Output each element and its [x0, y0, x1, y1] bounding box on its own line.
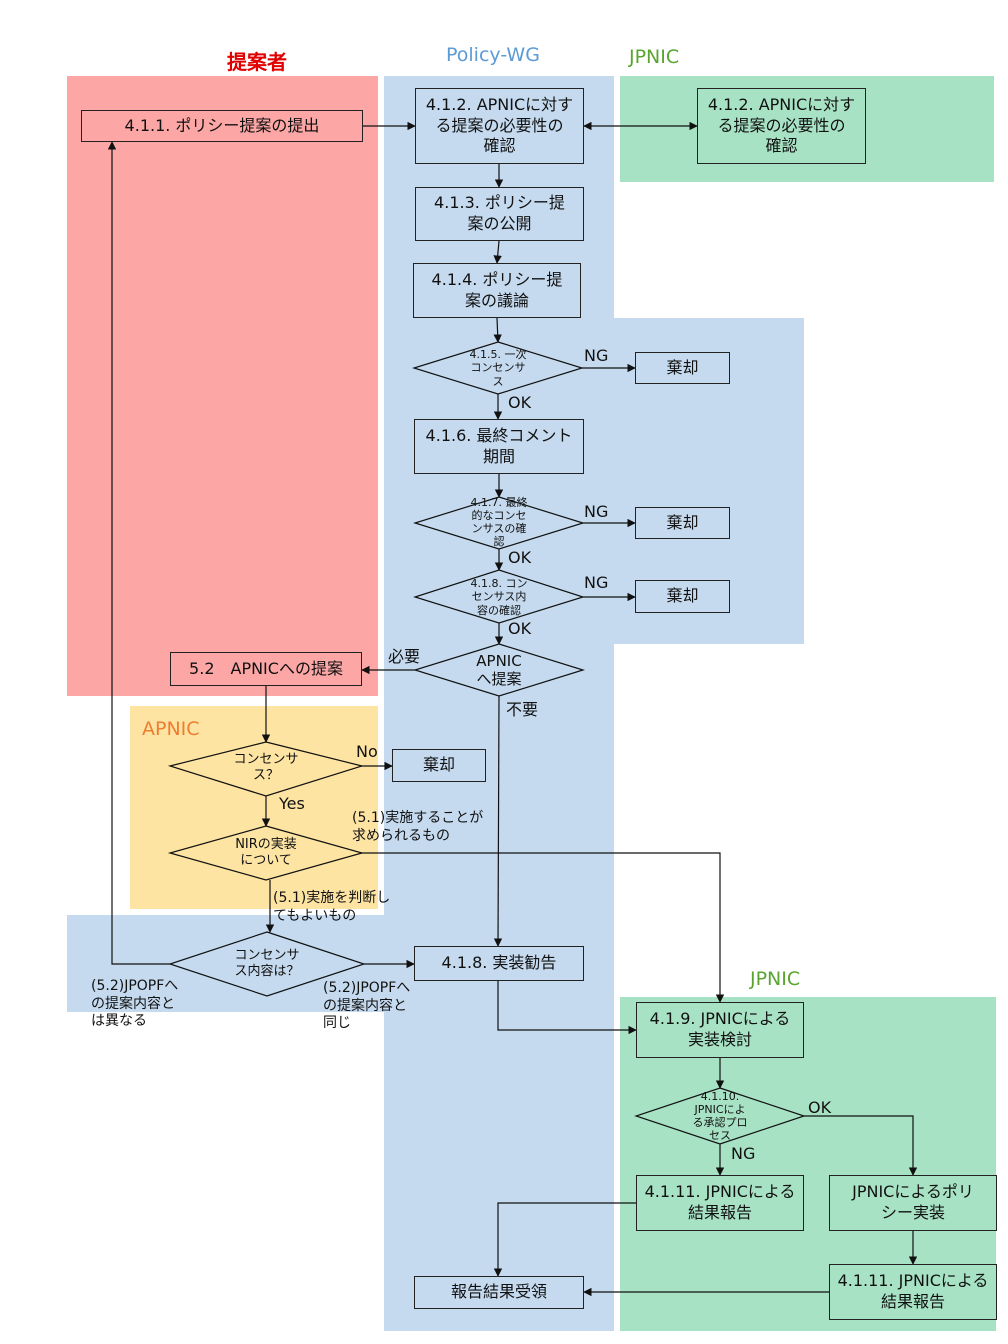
reject2-box: 棄却: [635, 507, 730, 539]
diamond-consensus3: [413, 569, 585, 624]
recommend-box: 4.1.8. 実装勧告: [414, 946, 584, 981]
yes-label: Yes: [279, 794, 305, 813]
diamond-to-apnic: [412, 643, 586, 697]
diamond-consensus1: [411, 341, 585, 395]
apnic-propose-box: 5.2 APNICへの提案: [170, 652, 362, 686]
apnic-title: APNIC: [142, 718, 200, 740]
consensus2-label: 4.1.7. 最終 的なコンセ ンサスの確 認: [470, 495, 528, 549]
content-label: コンセンサ ス内容は？: [234, 948, 300, 979]
diamond-consensus2: [412, 496, 586, 550]
ng2-label: NG: [584, 502, 609, 521]
result-report2-box: 4.1.11. JPNICによる 結果報告: [829, 1264, 997, 1320]
approval-label: 4.1.10. JPNICによ る承認プロ セス: [692, 1089, 748, 1143]
result-report-box: 4.1.11. JPNICによる 結果報告: [636, 1175, 804, 1231]
publish-box: 4.1.3. ポリシー提 案の公開: [415, 187, 584, 241]
diamond-nir-impl: [167, 825, 365, 881]
diamond-content: [168, 931, 366, 997]
optional-label: (5.1)実施を判断し てもよいもの: [273, 890, 391, 924]
not-needed-label: 不要: [506, 700, 539, 719]
proposer-title: 提案者: [227, 50, 287, 74]
reject3-box: 棄却: [635, 580, 730, 613]
nir-impl-label: NIRの実装 について: [235, 837, 297, 868]
same-label: (5.2)JPOPFへ の提案内容と 同じ: [323, 980, 411, 1031]
jpnic-bottom-title: JPNIC: [750, 968, 801, 990]
diamond-approval: [634, 1087, 806, 1145]
apnic-consensus-label: コンセンサ ス？: [233, 752, 299, 783]
required-label: (5.1)実施することが 求められるもの: [352, 810, 484, 844]
final-comment-box: 4.1.6. 最終コメント 期間: [414, 419, 584, 474]
policywg-title: Policy-WG: [446, 44, 540, 66]
needed-label: 必要: [388, 647, 421, 666]
submit-box: 4.1.1. ポリシー提案の提出: [81, 110, 363, 142]
proposer-zone: [67, 76, 378, 696]
jpnic-impl-box: JPNICによるポリ シー実装: [829, 1175, 997, 1231]
check-wg-box: 4.1.2. APNICに対す る提案の必要性の 確認: [415, 88, 584, 164]
consensus1-label: 4.1.5. 一次 コンセンサ ス: [469, 348, 527, 388]
different-label: (5.2)JPOPFへ の提案内容と は異なる: [91, 978, 179, 1029]
ok2-label: OK: [508, 548, 532, 567]
ng1-label: NG: [584, 346, 609, 365]
ng3-label: NG: [584, 573, 609, 592]
ok3-label: OK: [508, 619, 532, 638]
check-jpnic-box: 4.1.2. APNICに対す る提案の必要性の 確認: [697, 88, 866, 164]
reject1-box: 棄却: [635, 352, 730, 384]
consensus3-label: 4.1.8. コン センサス内 容の確認: [470, 577, 528, 617]
receive-box: 報告結果受領: [414, 1276, 584, 1309]
discuss-box: 4.1.4. ポリシー提 案の議論: [413, 263, 581, 318]
jpnic-review-box: 4.1.9. JPNICによる 実装検討: [636, 1002, 804, 1058]
no-label: No: [356, 742, 378, 761]
ng4-label: NG: [731, 1144, 756, 1163]
ok1-label: OK: [508, 393, 532, 412]
reject4-box: 棄却: [392, 749, 486, 782]
diamond-apnic-consensus: [167, 741, 365, 797]
jpnic-top-title: JPNIC: [629, 46, 680, 68]
to-apnic-label: APNIC へ提案: [476, 652, 522, 688]
ok4-label: OK: [808, 1098, 832, 1117]
